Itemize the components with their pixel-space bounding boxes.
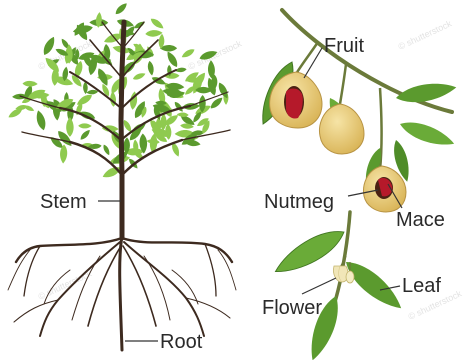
tree-leaf bbox=[146, 139, 159, 145]
tree-leaf bbox=[180, 47, 196, 59]
mace-label: Mace bbox=[396, 209, 445, 231]
tree-leaf bbox=[165, 50, 180, 69]
tree-leaf bbox=[177, 112, 189, 117]
tree-leaf bbox=[132, 71, 147, 81]
tree-leaf bbox=[102, 144, 111, 157]
tree-leaf bbox=[78, 123, 92, 128]
root-label: Root bbox=[160, 331, 203, 353]
tree-leaf bbox=[34, 109, 47, 131]
tree-leaf bbox=[79, 128, 92, 141]
tree-leaf bbox=[114, 1, 129, 16]
tree-leaf bbox=[145, 30, 163, 38]
nutmeg-label: Nutmeg bbox=[264, 191, 334, 213]
svg-text:© shutterstock: © shutterstock bbox=[187, 38, 244, 72]
tree-leaf bbox=[22, 81, 37, 87]
tree-leaf bbox=[66, 117, 73, 137]
tree-leaf bbox=[75, 92, 94, 107]
flower-label-line bbox=[302, 278, 336, 294]
leaf-label: Leaf bbox=[402, 275, 441, 297]
tree-leaf bbox=[147, 60, 155, 76]
flower-branch bbox=[270, 212, 407, 360]
fruit-label: Fruit bbox=[324, 35, 364, 57]
tree-canopy bbox=[7, 1, 230, 180]
fruit-whole bbox=[320, 104, 364, 154]
tree-leaf bbox=[149, 16, 165, 30]
fruit-label-line bbox=[304, 48, 322, 78]
svg-text:© shutterstock: © shutterstock bbox=[397, 18, 454, 52]
stem-label: Stem bbox=[40, 191, 87, 213]
flower-label: Flower bbox=[262, 297, 322, 319]
